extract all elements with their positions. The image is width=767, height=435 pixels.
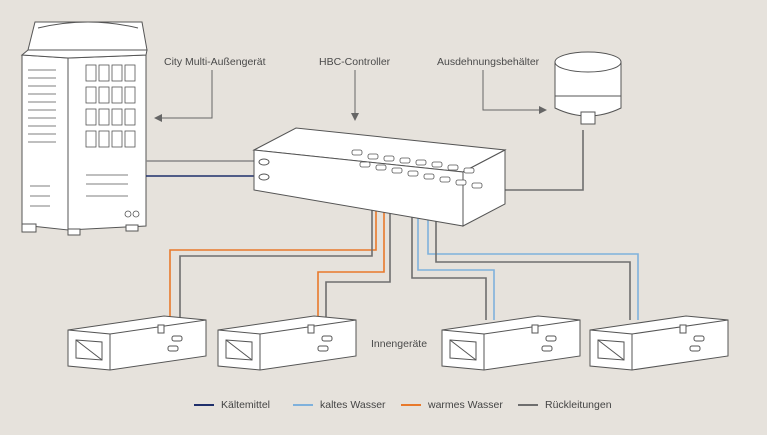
hbc-controller-icon: [252, 127, 507, 227]
legend-swatch-cold-water: [293, 404, 313, 406]
legend-item-warm-water: warmes Wasser: [401, 399, 503, 411]
legend-item-refrigerant: Kältemittel: [194, 399, 270, 411]
legend-swatch-warm-water: [401, 404, 421, 406]
outdoor-unit-label: City Multi-Außengerät: [164, 56, 266, 68]
indoor-units-label: Innengeräte: [371, 338, 428, 350]
outdoor-label-arrow: [154, 70, 213, 122]
water-pipes: [169, 130, 639, 320]
legend-item-return-lines: Rückleitungen: [518, 399, 612, 411]
legend-swatch-return-lines: [518, 404, 538, 406]
expansion-tank-label: Ausdehnungsbehälter: [437, 56, 540, 68]
tank-label-arrow: [482, 70, 547, 114]
legend-label: Rückleitungen: [545, 399, 612, 411]
refrigerant-lines: [146, 160, 258, 177]
legend-label: warmes Wasser: [428, 399, 503, 411]
legend: Kältemittel kaltes Wasser warmes Wasser …: [0, 399, 767, 413]
indoor-unit-icon: [67, 315, 729, 371]
outdoor-unit-icon: [20, 21, 148, 236]
legend-item-cold-water: kaltes Wasser: [293, 399, 386, 411]
legend-swatch-refrigerant: [194, 404, 214, 406]
expansion-tank-icon: [554, 51, 622, 125]
hbc-controller-label: HBC-Controller: [319, 56, 391, 68]
legend-label: Kältemittel: [221, 399, 271, 411]
legend-label: kaltes Wasser: [320, 399, 386, 411]
